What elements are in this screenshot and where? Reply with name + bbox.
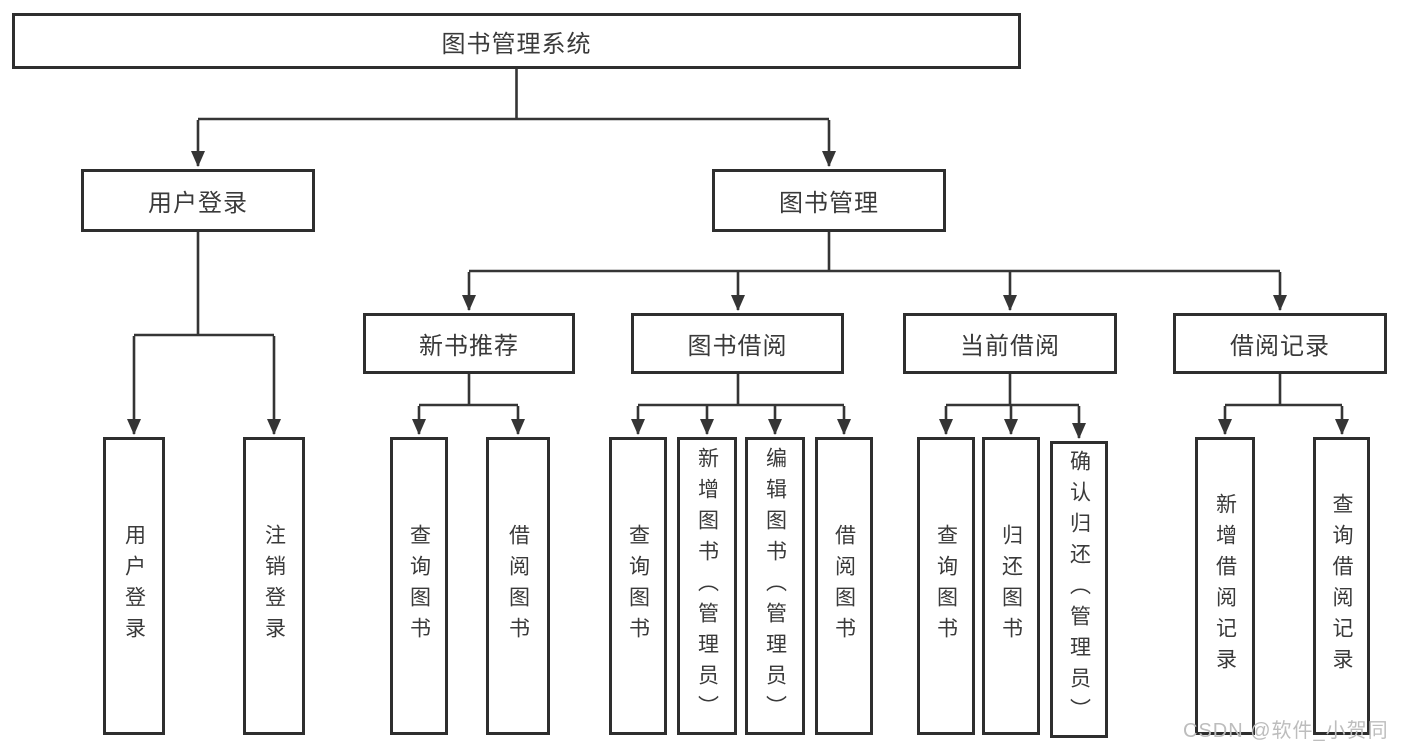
leaf-return-books: 归还图书 xyxy=(982,437,1040,735)
node-new-book-recommendation: 新书推荐 xyxy=(363,313,575,374)
leaf-add-borrow-record: 新增借阅记录 xyxy=(1195,437,1255,735)
leaf-logout: 注销登录 xyxy=(243,437,305,735)
csdn-watermark: CSDN @软件_小贺同学 xyxy=(1183,720,1389,742)
node-book-borrowing: 图书借阅 xyxy=(631,313,844,374)
leaf-edit-books-admin: 编辑图书（管理员） xyxy=(745,437,805,735)
node-borrowing-records: 借阅记录 xyxy=(1173,313,1387,374)
node-library-system: 图书管理系统 xyxy=(12,13,1021,69)
leaf-add-books-admin: 新增图书（管理员） xyxy=(677,437,737,735)
node-book-management: 图书管理 xyxy=(712,169,946,232)
leaf-query-books-current: 查询图书 xyxy=(917,437,975,735)
leaf-borrow-books-recommend: 借阅图书 xyxy=(486,437,550,735)
leaf-borrow-books: 借阅图书 xyxy=(815,437,873,735)
leaf-user-login: 用户登录 xyxy=(103,437,165,735)
node-current-borrowing: 当前借阅 xyxy=(903,313,1117,374)
node-user-login: 用户登录 xyxy=(81,169,315,232)
leaf-query-books-recommend: 查询图书 xyxy=(390,437,448,735)
leaf-query-borrow-record: 查询借阅记录 xyxy=(1313,437,1370,735)
leaf-query-books-borrowing: 查询图书 xyxy=(609,437,667,735)
leaf-confirm-return-admin: 确认归还（管理员） xyxy=(1050,441,1108,738)
